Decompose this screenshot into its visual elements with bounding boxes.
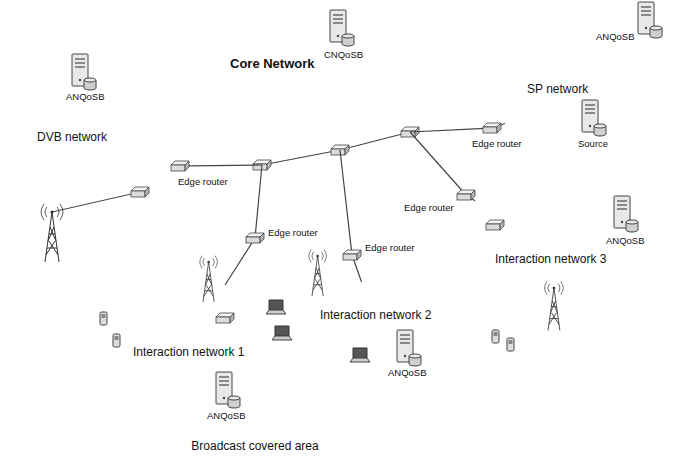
network-name: Interaction network 1: [133, 345, 244, 359]
backbone-link: [190, 164, 262, 166]
router-label: Edge router: [404, 203, 454, 213]
antenna-tower: [545, 281, 564, 330]
link-line: [343, 178, 361, 282]
mobile-phone: [100, 312, 107, 325]
laptop: [266, 300, 286, 314]
cloud-shape: [190, 8, 480, 178]
network-cloud: SP network: [505, 35, 670, 155]
server-label: ANQoSB: [66, 92, 105, 102]
cloud-outline: [512, 43, 661, 147]
router-label: Edge router: [268, 228, 318, 238]
laptop: [272, 326, 292, 340]
cloud-outline: [121, 292, 256, 387]
router-icon: [131, 187, 149, 197]
network-cloud: Interaction network 1: [115, 285, 265, 395]
cloud-shape: [12, 100, 172, 210]
network-cloud: Core Network: [190, 8, 480, 178]
server-icon: [638, 2, 662, 38]
coverage-area: Broadcast covered area Interaction networ…: [35, 250, 475, 455]
antenna-tower: [41, 204, 563, 331]
backbone-link: [410, 129, 480, 132]
server-label: CNQoSB: [324, 50, 363, 60]
backbone-link: [52, 192, 140, 212]
network-cloud: DVB network: [12, 100, 172, 210]
router-icon: [246, 233, 264, 243]
cloud-outline: [307, 288, 447, 366]
link-line: [451, 178, 475, 201]
link-line: [225, 178, 261, 285]
server-icon: [216, 372, 240, 408]
server-label: ANQoSB: [606, 236, 645, 246]
server-icon: [397, 330, 421, 366]
cloud-outline: [202, 19, 464, 166]
laptop: [350, 348, 370, 362]
network-name: DVB network: [37, 130, 107, 144]
backbone-link: [340, 150, 343, 178]
router-icon: [486, 220, 504, 230]
cloud-outline: [483, 208, 654, 316]
antenna-tower: [309, 250, 327, 296]
backbone-link: [410, 132, 451, 178]
network-name: SP network: [527, 82, 588, 96]
network-name: Interaction network 2: [320, 308, 431, 322]
router-icon: [457, 190, 475, 200]
cloud-outline: [19, 107, 163, 202]
cloud-shading: [147, 311, 231, 370]
network-name: Core Network: [230, 56, 315, 72]
router-label: Edge router: [178, 177, 228, 187]
backbone-link: [261, 165, 262, 178]
server-label: ANQoSB: [596, 32, 635, 42]
server-label: ANQoSB: [388, 368, 427, 378]
router-icon: [483, 123, 501, 133]
router-icon: [343, 250, 361, 260]
server-label: ANQoSB: [207, 411, 246, 421]
server-label: Source: [578, 139, 608, 149]
server-icon: [72, 54, 96, 90]
router-icon: [131, 123, 504, 323]
cloud-shape: [115, 285, 265, 395]
coverage-ellipse: [35, 250, 475, 455]
network-name: Interaction network 3: [495, 252, 606, 266]
server-icon: [614, 196, 638, 232]
mobile-phone: [492, 330, 499, 343]
area-label: Broadcast covered area: [191, 439, 318, 453]
server-icon: [72, 2, 662, 408]
cloud-shape: [300, 282, 455, 372]
router-icon: [216, 313, 234, 323]
coverage-outline: [36, 251, 474, 435]
antenna-tower: [200, 256, 218, 302]
server-icon: [330, 10, 354, 46]
network-cloud: Interaction network 2: [300, 282, 455, 372]
antenna-tower: [41, 204, 63, 262]
mobile-phone: [113, 334, 120, 347]
network-cloud: Interaction network 3: [475, 200, 665, 325]
router-label: Edge router: [365, 243, 415, 253]
router-label: Edge router: [472, 139, 522, 149]
server-icon: [582, 100, 606, 136]
router-icon: [171, 161, 189, 171]
mobile-phone: [507, 338, 514, 351]
backbone-link: [262, 132, 410, 165]
